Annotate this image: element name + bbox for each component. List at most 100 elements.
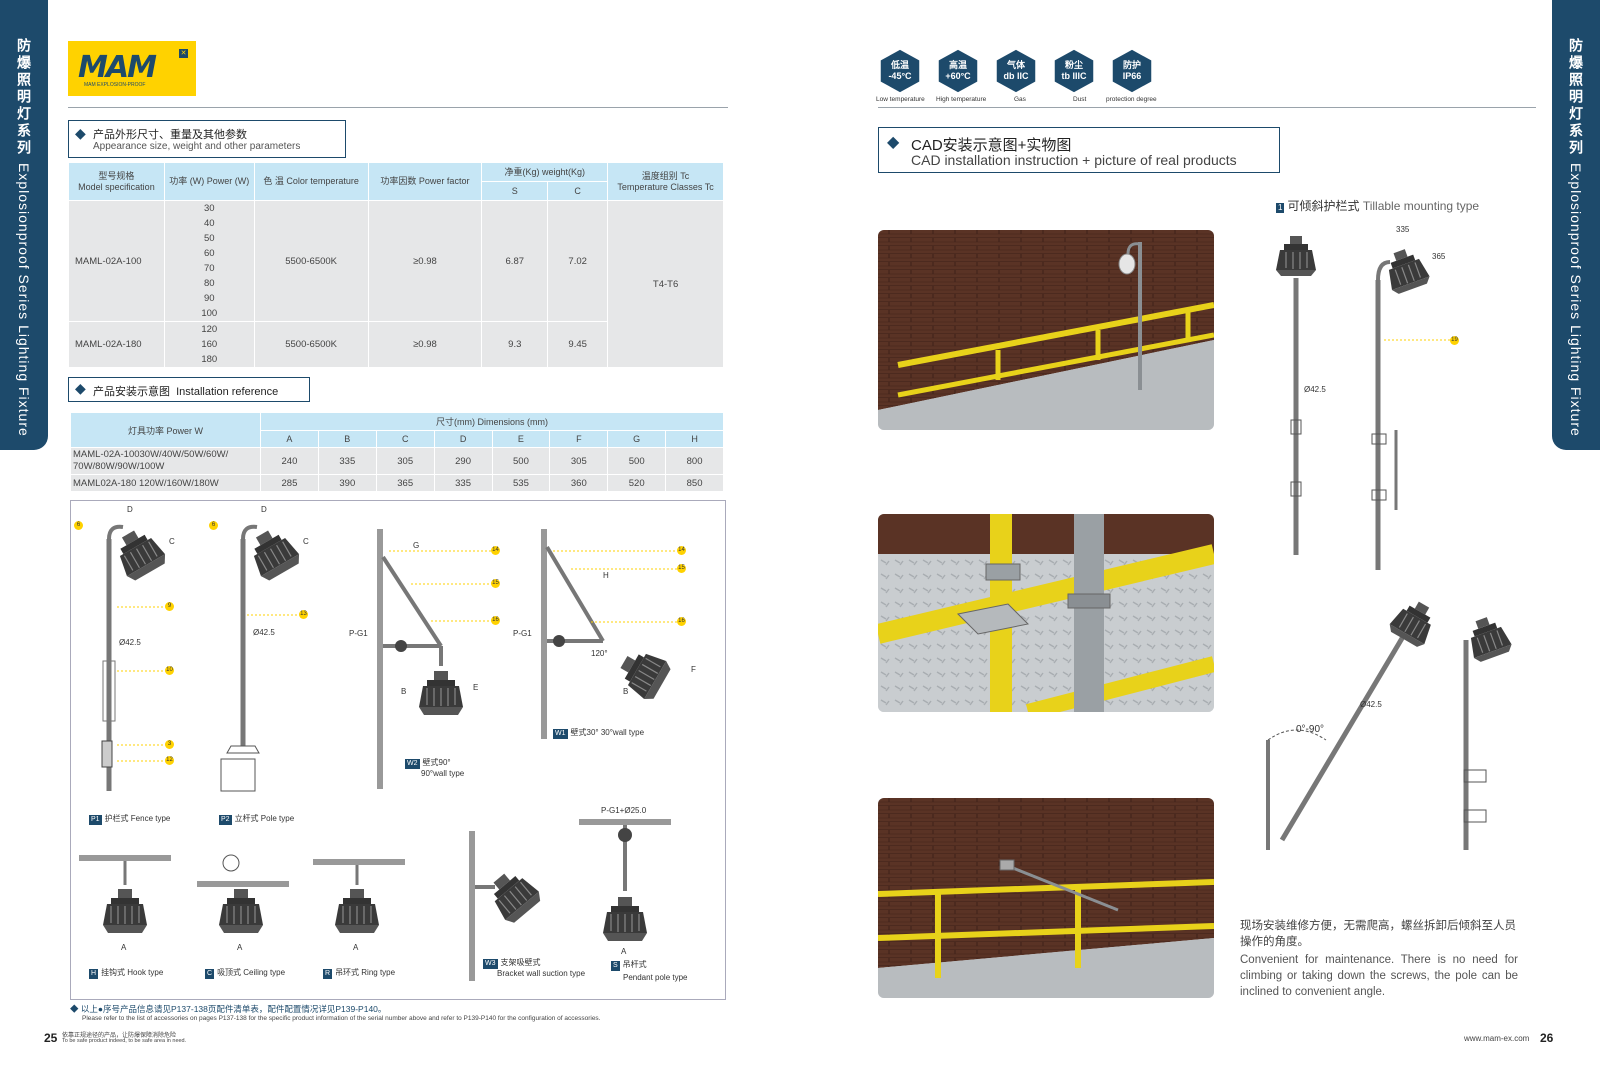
wall-30-diagram bbox=[541, 529, 679, 739]
footnote-en: Please refer to the list of accessories … bbox=[82, 1015, 601, 1022]
badge-high-temp-en: High temperature bbox=[936, 96, 987, 103]
dim-cell: 500 bbox=[607, 447, 667, 475]
th-model: 型号规格 Model specification bbox=[68, 162, 165, 201]
hook-type-diagram bbox=[79, 855, 171, 934]
badge-high-temp-val: +60°C bbox=[945, 71, 971, 81]
cell-power: 120 bbox=[163, 321, 255, 337]
dim-a: A bbox=[353, 943, 359, 952]
tillable-tag: 1 bbox=[1276, 203, 1285, 213]
caption-wall-90-sub: 90°wall type bbox=[421, 769, 465, 778]
cell-power: 60 bbox=[163, 246, 255, 261]
left-side-tab: 防爆照明灯系列Explosionproof Series Lighting Fi… bbox=[0, 0, 48, 450]
page-number-left: 25 bbox=[44, 1031, 58, 1045]
section-install-cn: 产品安装示意图 bbox=[93, 386, 170, 398]
badge-gas-val: db IIC bbox=[1003, 71, 1029, 81]
ceiling-type-diagram bbox=[197, 854, 289, 934]
fence-type-diagram bbox=[101, 522, 170, 791]
dim-cell: 305 bbox=[549, 447, 609, 475]
tag-s: S bbox=[611, 961, 620, 971]
cell-pf: ≥0.98 bbox=[367, 200, 483, 322]
cell-weight-c: 9.45 bbox=[547, 321, 609, 367]
dim-phi: Ø42.5 bbox=[253, 628, 275, 637]
photo-wall-fence bbox=[878, 230, 1214, 430]
caption-pendant-sub: Pendant pole type bbox=[623, 973, 688, 982]
cell-model: MAML-02A-100 bbox=[68, 200, 165, 322]
th-col-b: B bbox=[317, 430, 377, 448]
dim-phi: Ø42.5 bbox=[119, 638, 141, 647]
tag-p2: P2 bbox=[219, 815, 232, 825]
tag-p1: P1 bbox=[89, 815, 102, 825]
cell-power: 100 bbox=[163, 306, 255, 322]
cell-power: 70 bbox=[163, 261, 255, 276]
dim-cell: 390 bbox=[317, 474, 377, 492]
diamond-icon: ◆ bbox=[75, 380, 86, 396]
dim-cell: 240 bbox=[260, 447, 319, 475]
cad-dim-phi: Ø42.5 bbox=[1304, 385, 1326, 394]
dim-cell: 335 bbox=[433, 474, 493, 492]
th-power: 功率 (W) Power (W) bbox=[163, 162, 255, 201]
dim-row-label: MAML02A-180 120W/160W/180W bbox=[70, 474, 261, 492]
dim-pipe: P-G1 bbox=[513, 629, 532, 638]
tag-w3: W3 bbox=[483, 959, 498, 969]
badge-14: 14 bbox=[491, 546, 500, 555]
dim-cell: 500 bbox=[491, 447, 551, 475]
dim-cell: 285 bbox=[260, 474, 319, 492]
badge-dust-cn: 粉尘 bbox=[1064, 60, 1083, 70]
logo-brand: MAM bbox=[78, 50, 157, 85]
section-cad-cn: CAD安装示意图+实物图 bbox=[911, 137, 1072, 154]
bracket-wall-diagram bbox=[469, 831, 545, 981]
dim-e: E bbox=[473, 683, 479, 692]
th-col-g: G bbox=[607, 430, 667, 448]
badge-protection-cn: 防护 bbox=[1122, 60, 1141, 70]
website[interactable]: www.mam-ex.com bbox=[1464, 1034, 1530, 1043]
badge-low-temp-en: Low temperature bbox=[876, 96, 925, 103]
th-s: S bbox=[481, 181, 549, 201]
dim-pipe2: P-G1+Ø25.0 bbox=[601, 806, 647, 815]
left-header-rule bbox=[68, 107, 728, 108]
badge-16: 16 bbox=[491, 616, 500, 625]
label-bracket: 支架吸壁式 bbox=[500, 958, 541, 967]
badge-16: 16 bbox=[677, 617, 686, 626]
dim-cell: 535 bbox=[491, 474, 551, 492]
th-temp: 温度组别 Tc Temperature Classes Tc bbox=[607, 162, 724, 201]
badge-dust-en: Dust bbox=[1073, 96, 1087, 103]
section-cad-en: CAD installation instruction + picture o… bbox=[911, 152, 1237, 168]
badge-high-temp: 高温+60°C bbox=[936, 48, 980, 92]
th-color: 色 温 Color temperature bbox=[253, 162, 369, 201]
dim-cell: 800 bbox=[665, 447, 724, 475]
footnote-cn: ◆ 以上●序号产品信息请见P137-138页配件清单表，配件配置情况详见P139… bbox=[70, 1004, 387, 1014]
section-install-title: ◆ 产品安装示意图 Installation reference bbox=[68, 377, 310, 402]
dim-cell: 360 bbox=[549, 474, 609, 492]
dim-a: A bbox=[237, 943, 243, 952]
cell-weight-c: 7.02 bbox=[547, 200, 609, 322]
cell-model: MAML-02A-180 bbox=[68, 321, 165, 367]
badge-9: 9 bbox=[165, 602, 174, 611]
badge-high-temp-cn: 高温 bbox=[948, 60, 967, 70]
label-fence: 护栏式 Fence type bbox=[104, 814, 171, 823]
right-side-tab: 防爆照明灯系列Explosionproof Series Lighting Fi… bbox=[1552, 0, 1600, 450]
page-note-cn: 依靠正规途径的产品，让防爆保障消除危险 bbox=[62, 1033, 177, 1039]
label-ceiling: 吸顶式 Ceiling type bbox=[217, 968, 286, 977]
tag-w2: W2 bbox=[405, 759, 420, 769]
cell-temp: T4-T6 bbox=[607, 200, 724, 367]
badge-gas-cn: 气体 bbox=[1006, 60, 1025, 70]
page-number-right: 26 bbox=[1540, 1031, 1554, 1045]
dim-cell: 850 bbox=[665, 474, 724, 492]
cad-angle: 0°-90° bbox=[1296, 724, 1325, 735]
installation-drawing bbox=[79, 522, 679, 981]
th-col-a: A bbox=[260, 430, 319, 448]
dim-d: D bbox=[261, 505, 267, 514]
cell-power: 80 bbox=[163, 276, 255, 291]
cad-tillable-drawing bbox=[1266, 235, 1515, 850]
th-dim-power: 灯具功率 Power W bbox=[70, 412, 261, 448]
badge-14: 14 bbox=[677, 546, 686, 555]
dim-h: H bbox=[603, 571, 609, 580]
cell-power: 40 bbox=[163, 216, 255, 231]
